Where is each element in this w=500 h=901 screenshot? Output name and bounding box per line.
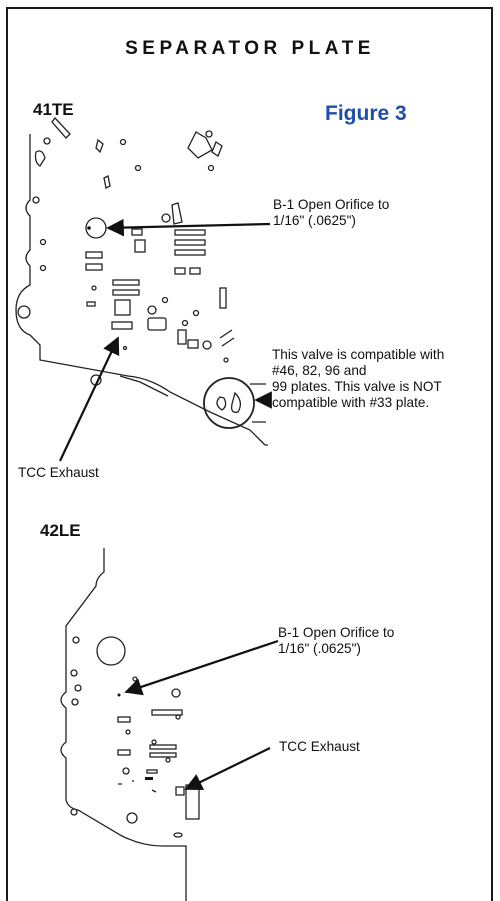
arrows-41te <box>59 218 272 462</box>
callout-41te-valve: This valve is compatible with #46, 82, 9… <box>272 347 445 410</box>
page-title: SEPARATOR PLATE <box>125 38 375 59</box>
callout-41te-orifice: B-1 Open Orifice to 1/16" (.0625") <box>273 197 390 228</box>
callout-42le-orifice: B-1 Open Orifice to 1/16" (.0625") <box>278 625 395 656</box>
arrow-42le-orifice <box>124 639 279 696</box>
arrow-41te-orifice <box>106 218 271 237</box>
figure-frame <box>6 7 493 901</box>
plate-41te <box>15 116 268 446</box>
figure-label: Figure 3 <box>325 102 407 125</box>
arrow-41te-tcc-exhaust <box>59 336 120 462</box>
section-label-42le: 42LE <box>40 521 81 540</box>
valve-circle-41te <box>203 377 255 429</box>
callout-42le-tcc-exhaust: TCC Exhaust <box>279 739 360 754</box>
section-label-41te: 41TE <box>33 100 74 119</box>
callout-41te-tcc-exhaust: TCC Exhaust <box>18 465 99 480</box>
plate-42le-outline <box>60 548 187 901</box>
arrows-42le <box>124 639 279 790</box>
plate-41te-outline <box>15 134 266 446</box>
arrow-42le-tcc-exhaust <box>184 747 271 790</box>
plate-42le <box>60 548 200 901</box>
